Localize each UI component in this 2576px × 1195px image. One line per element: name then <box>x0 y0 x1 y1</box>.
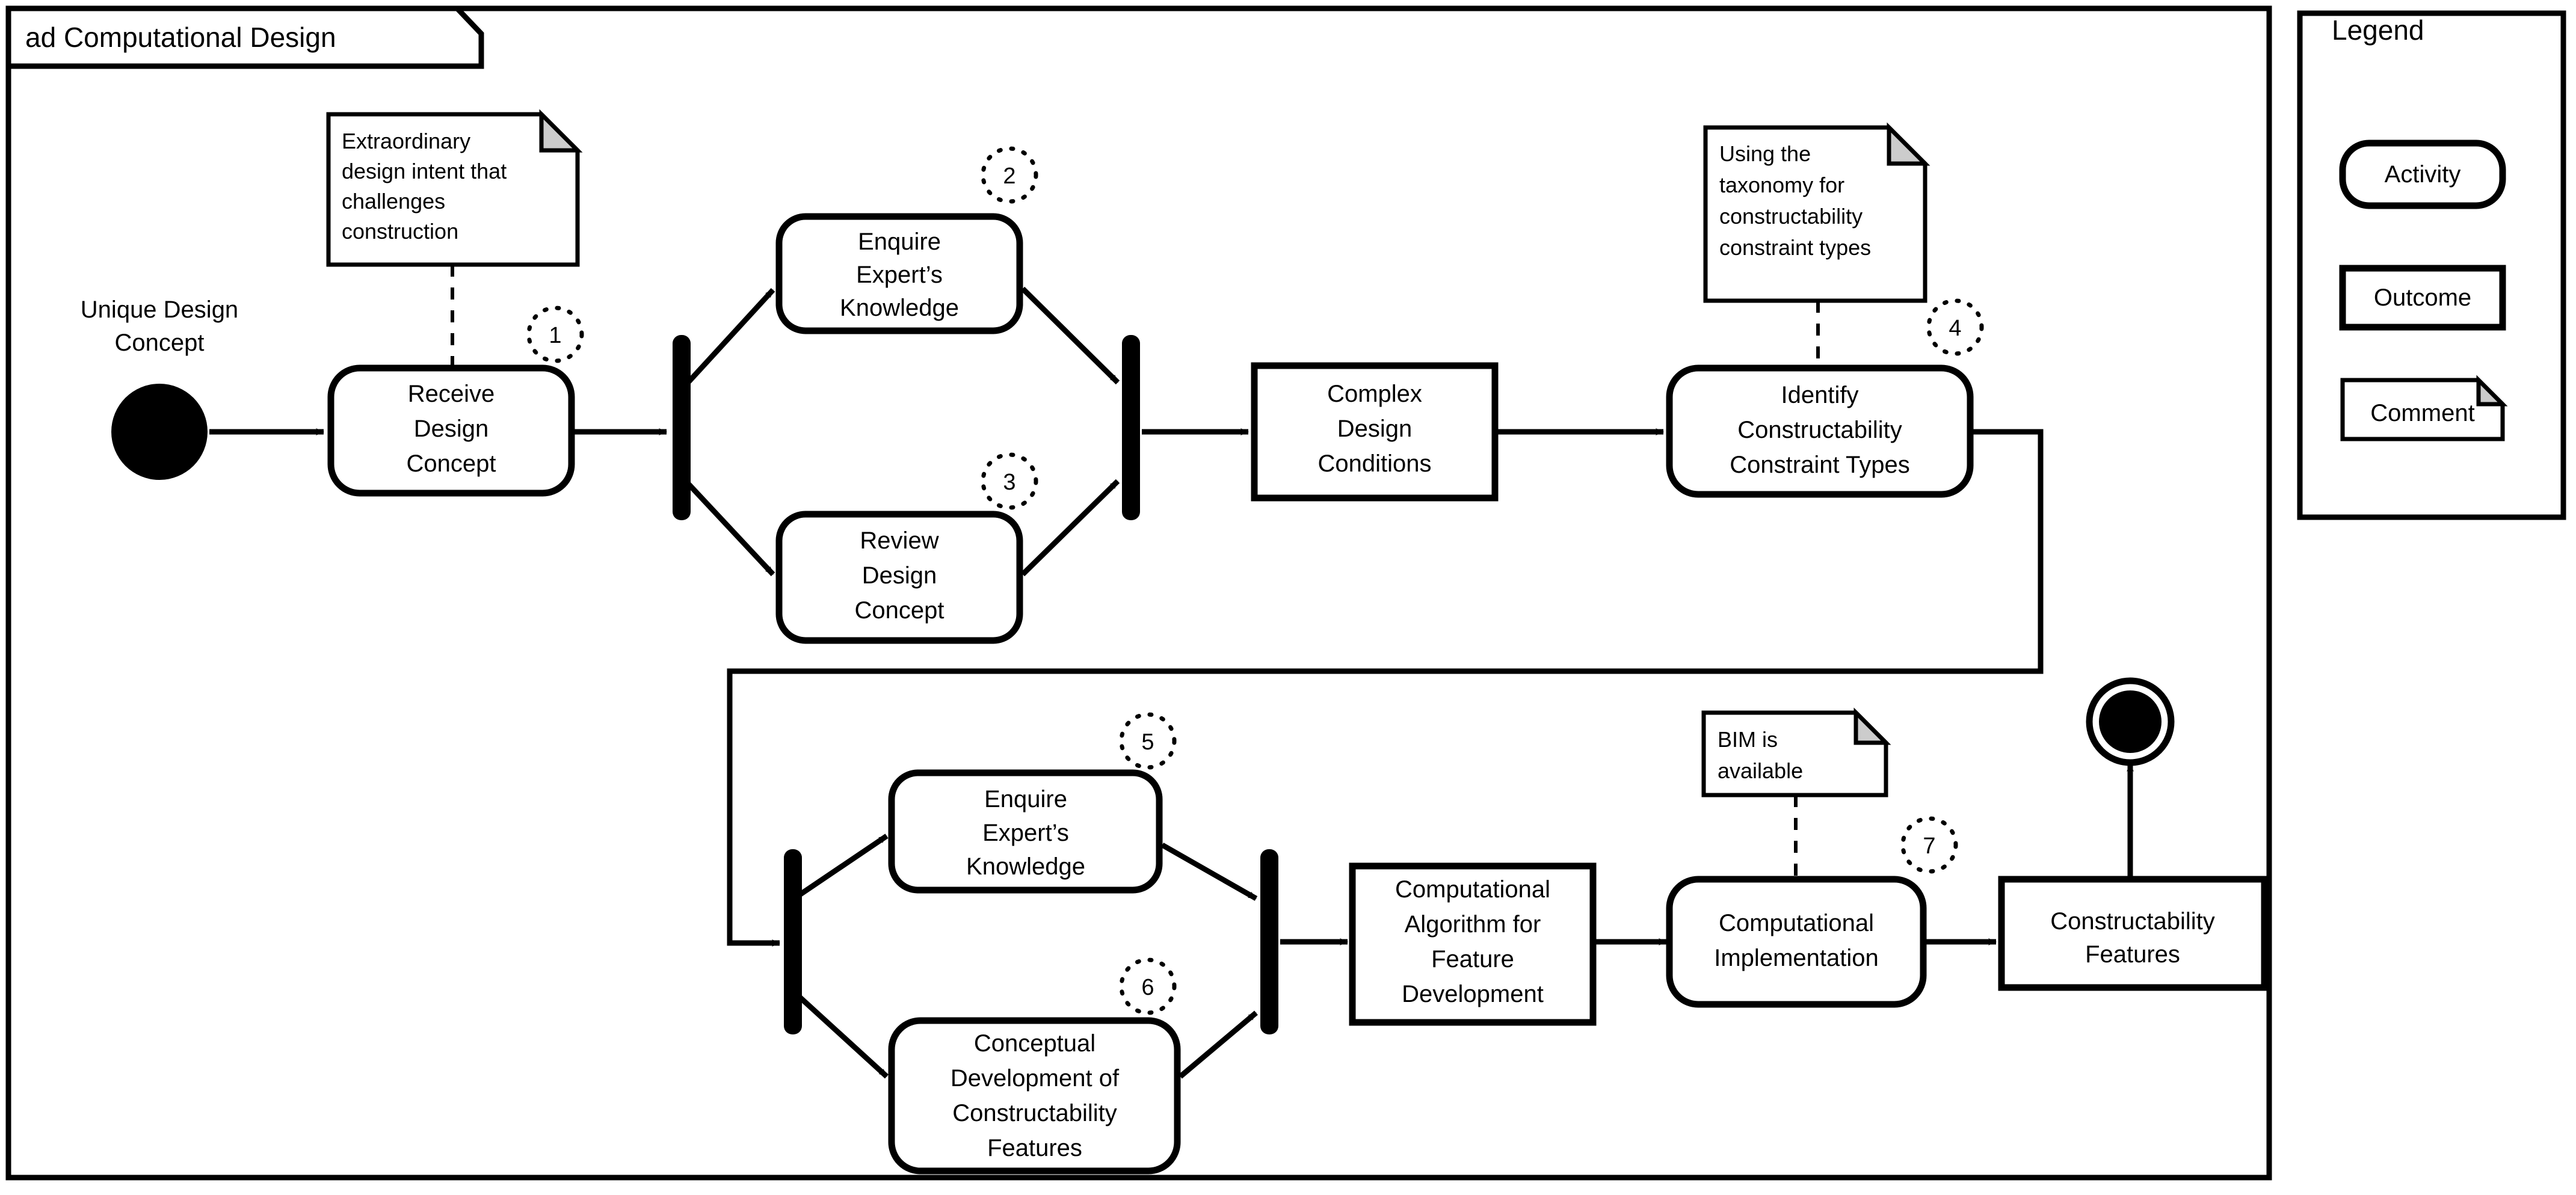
comment-using-taxonomy-fold-icon <box>1887 122 1930 166</box>
badge-3-label: 3 <box>1003 470 1015 495</box>
comment-taxonomy-line1: Using the <box>1719 141 1811 166</box>
activity-conceptual-development-of-constructability-features[interactable] <box>888 1017 1181 1175</box>
flow-enquire-top-to-join1 <box>1020 286 1120 385</box>
activity-enquire-top-line3: Knowledge <box>840 295 959 321</box>
comment-extraordinary-line4: construction <box>342 219 458 244</box>
outcome-algorithm-line1: Computational <box>1395 876 1550 903</box>
comment-taxonomy-line2: taxonomy for <box>1719 173 1844 197</box>
flow-fork2-to-conceptual <box>795 993 889 1079</box>
flow-fork1-to-enquire-top <box>683 287 775 387</box>
legend-comment-shape <box>2340 378 2505 441</box>
activity-identify-line1: Identify <box>1781 382 1859 408</box>
frame-title-label: ad Computational Design <box>25 22 336 53</box>
flow-conceptual-to-join2 <box>1179 1010 1258 1079</box>
outcome-constructability-features[interactable] <box>1998 876 2268 991</box>
activity-implementation-line2: Implementation <box>1714 945 1878 971</box>
outcome-complex-line1: Complex <box>1327 381 1422 407</box>
activity-receive-design-concept-line1: Receive <box>408 381 495 407</box>
comment-bim-line2: available <box>1718 758 1803 783</box>
outcome-features-line1: Constructability <box>2050 908 2214 935</box>
activity-review-line1: Review <box>860 527 938 554</box>
activity-identify-constructability-constraint-types[interactable] <box>1666 364 1974 498</box>
outcome-algorithm-line4: Development <box>1402 981 1544 1007</box>
legend-comment-fold-icon <box>2476 375 2508 407</box>
comment-using-the-taxonomy <box>1703 125 1927 303</box>
start-node-label-line1: Unique Design <box>81 296 238 323</box>
flow-identify-to-fork2 <box>727 429 2044 947</box>
join-node-2 <box>1260 849 1278 1034</box>
activity-conceptual-line4: Features <box>987 1135 1082 1161</box>
activity-computational-implementation[interactable] <box>1666 876 1927 1008</box>
fork-node-1 <box>673 335 691 520</box>
activity-enquire-bottom-line2: Expert’s <box>982 820 1069 846</box>
activity-implementation-line1: Computational <box>1719 910 1874 936</box>
outcome-computational-algorithm-for-feature-development[interactable] <box>1349 862 1597 1026</box>
legend-activity-shape <box>2339 140 2506 209</box>
badge-6-label: 6 <box>1141 975 1154 1000</box>
activity-enquire-top-line2: Expert’s <box>856 262 943 288</box>
comment-bim-line1: BIM is <box>1718 727 1778 752</box>
badge-7-label: 7 <box>1923 834 1935 859</box>
activity-receive-design-concept-line2: Design <box>414 416 489 442</box>
initial-node <box>111 384 208 480</box>
activity-identify-line2: Constructability <box>1737 417 1902 443</box>
legend-outcome-label: Outcome <box>2374 284 2471 311</box>
badge-2-circle <box>981 146 1038 204</box>
badge-1-label: 1 <box>549 323 561 348</box>
outcome-algorithm-line3: Feature <box>1431 946 1514 972</box>
flow-fork1-to-review <box>683 479 775 577</box>
legend-activity-label: Activity <box>2385 161 2461 188</box>
comment-extraordinary-line3: challenges <box>342 189 445 214</box>
legend-outcome-shape <box>2339 265 2506 331</box>
comment-taxonomy-line3: constructability <box>1719 204 1863 229</box>
comment-taxonomy-line4: constraint types <box>1719 235 1871 260</box>
badge-4-circle <box>1926 298 1984 356</box>
badge-1-circle <box>526 306 584 363</box>
comment-extraordinary-fold-icon <box>539 109 583 153</box>
outcome-complex-line3: Conditions <box>1317 450 1431 477</box>
fork-node-2 <box>784 849 802 1034</box>
badge-3-circle <box>981 452 1038 510</box>
badge-7-circle <box>1900 816 1958 874</box>
activity-enquire-bottom-line1: Enquire <box>984 786 1067 813</box>
comment-extraordinary-design-intent <box>326 112 580 267</box>
activity-conceptual-line2: Development of <box>951 1065 1120 1092</box>
outcome-algorithm-line2: Algorithm for <box>1405 911 1541 938</box>
activity-receive-design-concept[interactable] <box>327 364 575 497</box>
badge-4-label: 4 <box>1949 316 1961 341</box>
outcome-complex-design-conditions[interactable] <box>1251 362 1499 502</box>
activity-enquire-top-line1: Enquire <box>858 229 941 255</box>
activity-review-line3: Concept <box>855 597 944 624</box>
legend-title: Legend <box>2332 14 2424 46</box>
flow-review-to-join1 <box>1020 479 1120 577</box>
activity-conceptual-line1: Conceptual <box>974 1030 1095 1057</box>
activity-review-design-concept[interactable] <box>775 511 1023 644</box>
flow-enquire-bottom-to-join2 <box>1160 843 1258 901</box>
flow-fork2-to-enquire-bottom <box>796 834 889 899</box>
start-node-label-line2: Concept <box>115 330 205 356</box>
activity-enquire-experts-knowledge-bottom[interactable] <box>888 769 1163 894</box>
activity-conceptual-line3: Constructability <box>952 1100 1117 1126</box>
activity-identify-line3: Constraint Types <box>1730 452 1909 478</box>
frame-title-tab <box>5 5 484 69</box>
join-node-1 <box>1122 335 1140 520</box>
badge-5-label: 5 <box>1141 730 1154 755</box>
badge-2-label: 2 <box>1003 164 1015 189</box>
activity-review-line2: Design <box>862 562 937 589</box>
badge-6-circle <box>1119 957 1177 1015</box>
comment-extraordinary-line1: Extraordinary <box>342 129 470 153</box>
outcome-features-line2: Features <box>2085 941 2180 968</box>
outcome-complex-line2: Design <box>1337 416 1413 442</box>
comment-bim-is-available <box>1701 710 1888 797</box>
legend-comment-label: Comment <box>2370 400 2474 426</box>
comment-bim-fold-icon <box>1853 707 1891 745</box>
comment-extraordinary-line2: design intent that <box>342 159 507 183</box>
badge-5-circle <box>1119 712 1177 770</box>
activity-receive-design-concept-line3: Concept <box>407 450 496 477</box>
final-node-core <box>2099 690 2162 753</box>
activity-enquire-experts-knowledge-top[interactable] <box>775 213 1023 334</box>
activity-enquire-bottom-line3: Knowledge <box>966 853 1085 880</box>
